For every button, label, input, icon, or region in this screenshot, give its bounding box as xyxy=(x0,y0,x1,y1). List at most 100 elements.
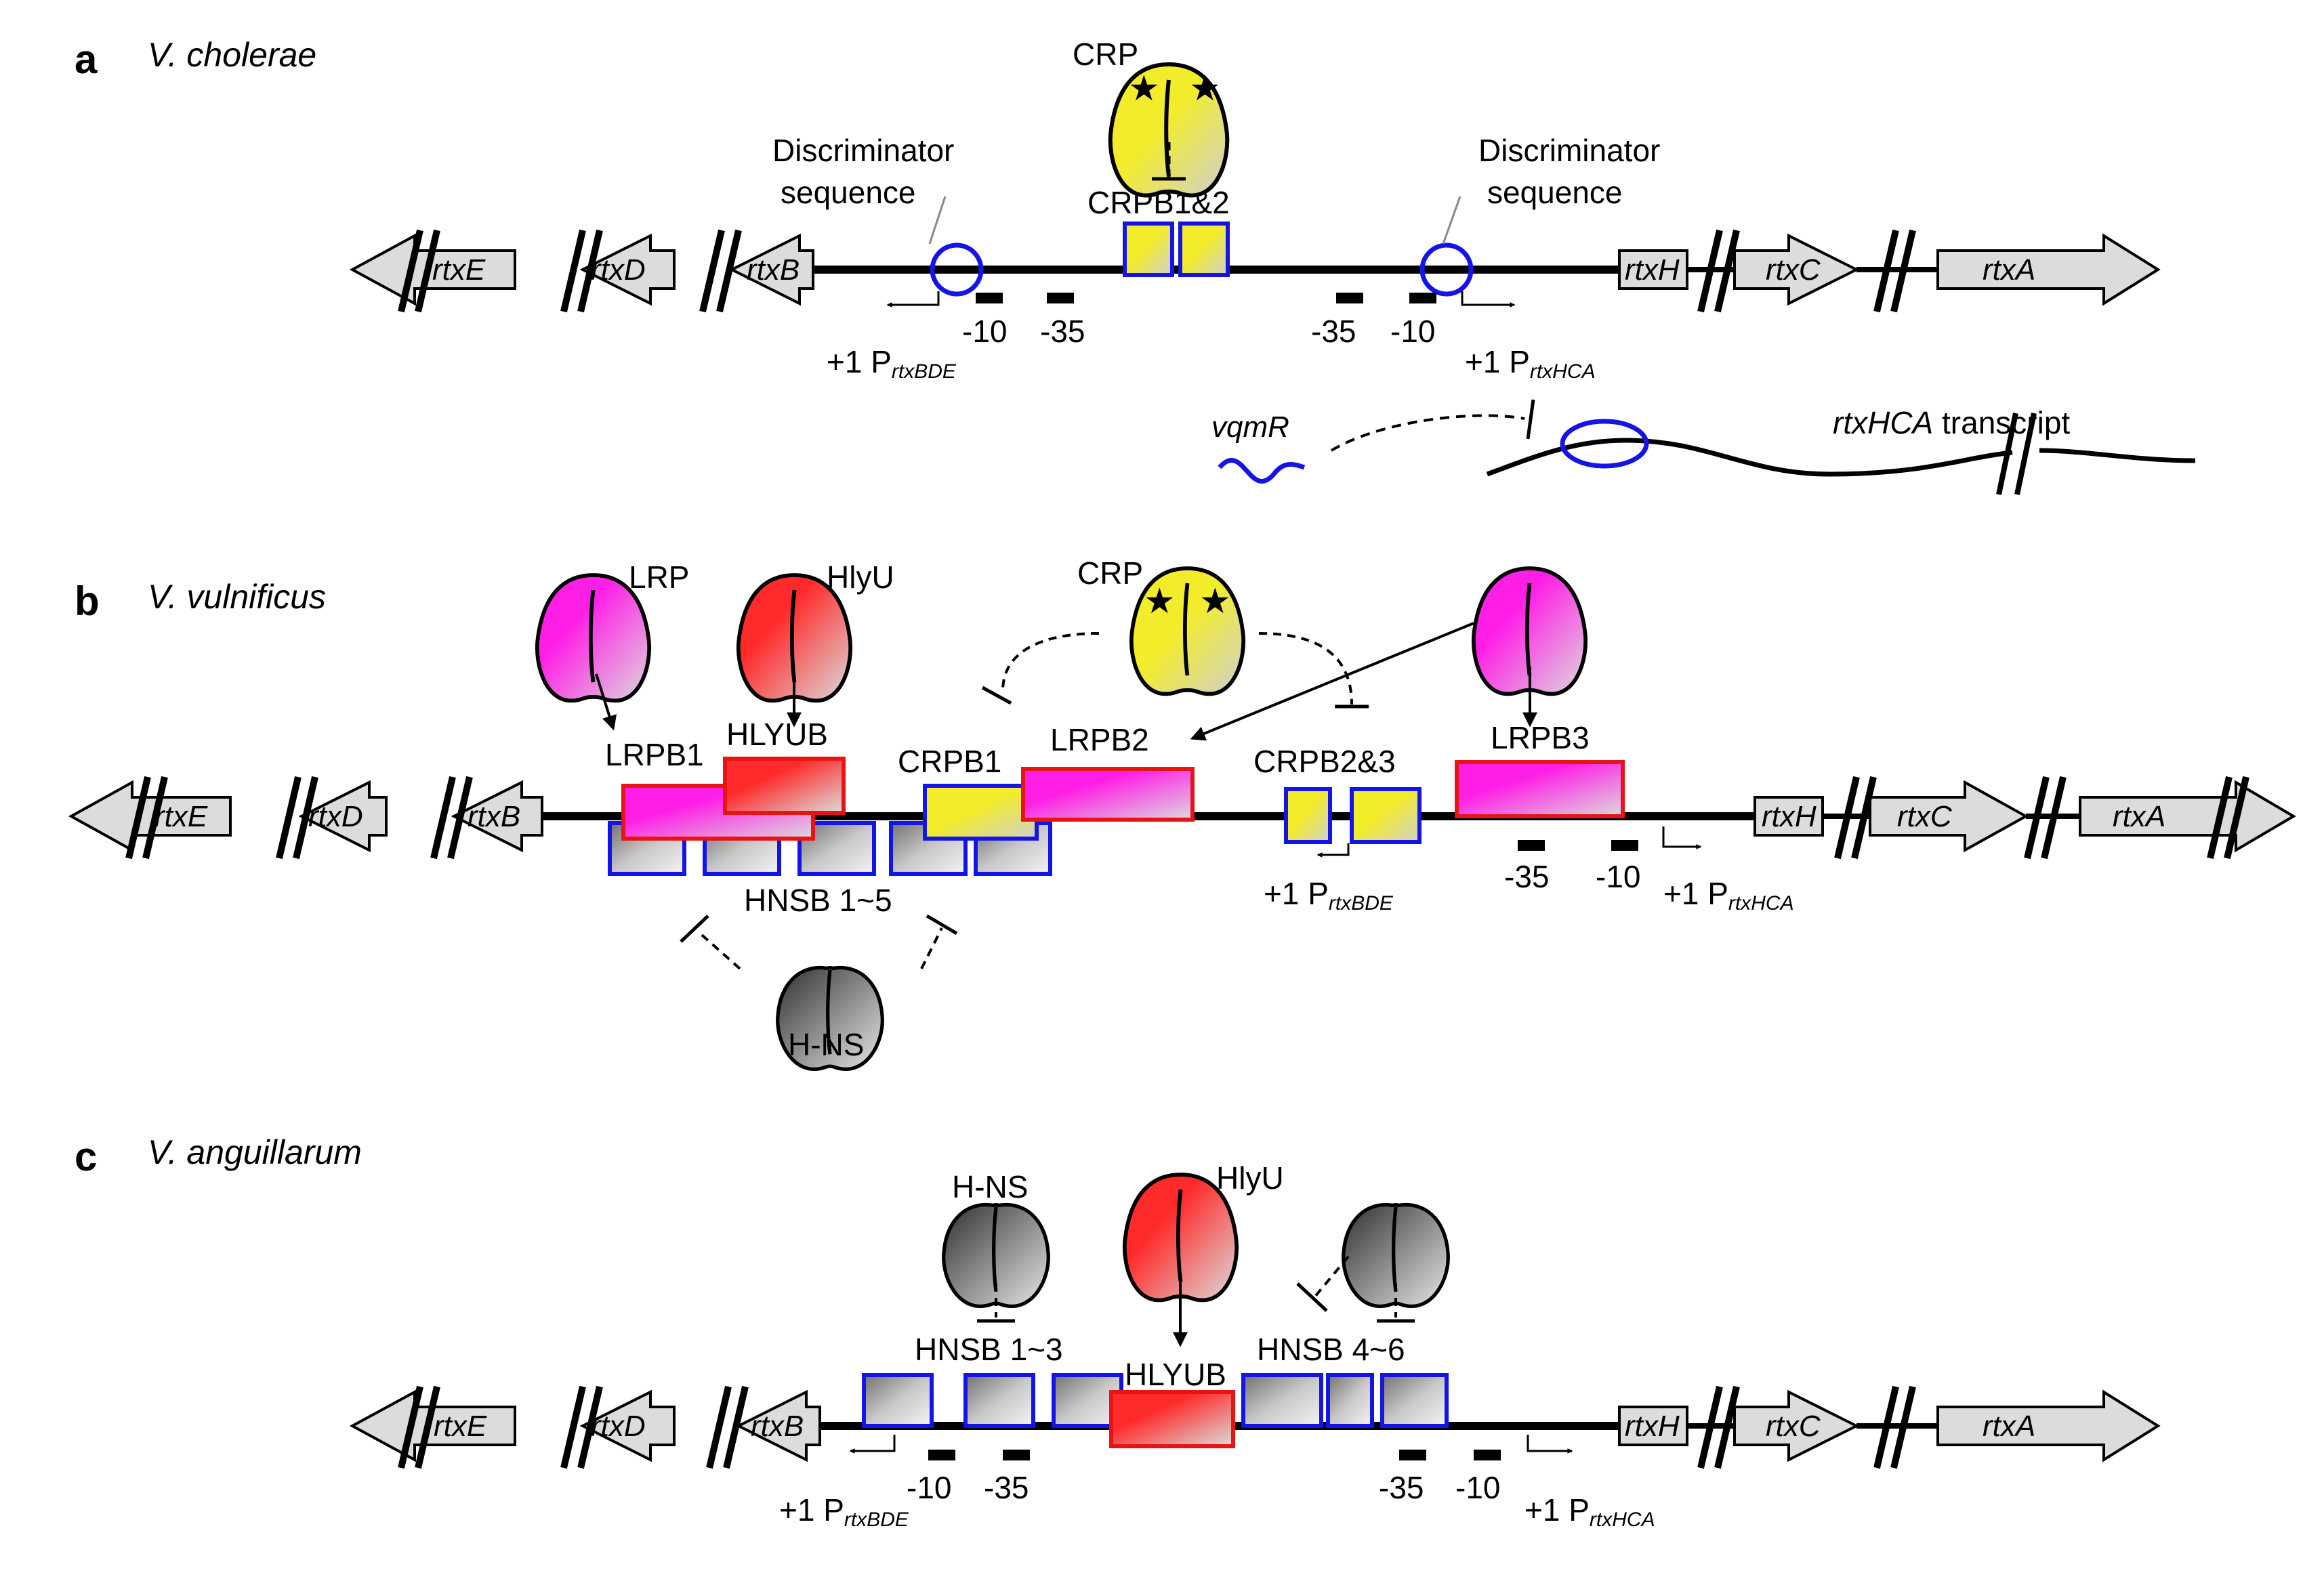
cyclic-amp-star: ★ xyxy=(1128,69,1160,108)
gene-label: rtxB xyxy=(468,800,520,833)
tss-arrow-bde xyxy=(886,291,940,308)
gene-arrow-rtxC xyxy=(1733,233,1860,306)
discriminator-label: sequence xyxy=(781,175,916,210)
sequence-break xyxy=(398,1385,440,1469)
hns-binding-site xyxy=(1326,1373,1374,1428)
hlyu-binding-site xyxy=(723,757,846,815)
hns-binding-site xyxy=(1380,1373,1449,1428)
gene-box-rtxH xyxy=(1618,249,1688,290)
transcript-discriminator-circle xyxy=(1560,419,1649,469)
minus35-label: -35 xyxy=(984,1470,1029,1505)
promoter-label-hca: +1 PrtxHCA xyxy=(1465,344,1596,383)
sequence-break xyxy=(430,776,473,860)
gene-label: rtxB xyxy=(751,1410,804,1443)
minus10-box xyxy=(928,1450,955,1460)
gene-arrow-rtxD xyxy=(298,780,388,853)
panel-c: c V. anguillarum rtxB rtxD rtxE rtxH rtx… xyxy=(75,1133,2161,1531)
panel-letter: a xyxy=(75,37,98,82)
minus10-box xyxy=(1611,840,1638,851)
gene-arrow-rtxC xyxy=(1869,780,2029,853)
lrp-binding-site-3 xyxy=(1455,760,1625,818)
transcript-label: rtxHCA transcript xyxy=(1833,405,2070,440)
minus35-box xyxy=(1336,293,1363,303)
activation-arrow xyxy=(595,673,617,731)
gene-arrow-rtxC xyxy=(1733,1389,1860,1462)
panel-letter: c xyxy=(75,1134,97,1179)
promoter-label-bde: +1 PrtxBDE xyxy=(827,344,957,383)
regulator-label: CRP xyxy=(1073,37,1138,72)
binding-site-label: HNSB 1~5 xyxy=(744,883,892,918)
repression-bar xyxy=(1296,1282,1328,1312)
gene-arrow-rtxD xyxy=(579,233,676,306)
hns-binding-site xyxy=(862,1373,934,1428)
gene-arrow-rtxA xyxy=(1936,233,2161,306)
gene-label: rtxE xyxy=(432,253,486,287)
panel-a: a V. cholerae rtxB rtxD rtxE rtxH rtxC r… xyxy=(75,36,2196,495)
gene-arrow-rtxE xyxy=(68,780,232,853)
panel-letter: b xyxy=(75,578,100,624)
cyclic-amp-star: ★ xyxy=(1199,582,1231,621)
promoter-label-bde: +1 PrtxBDE xyxy=(779,1492,909,1531)
crp-binding-site xyxy=(1123,222,1174,277)
promoter-label-hca: +1 PrtxHCA xyxy=(1663,876,1794,914)
srna-repression-bar xyxy=(1526,399,1535,440)
regulator-label: H-NS xyxy=(952,1169,1028,1204)
minus35-box xyxy=(1003,1450,1030,1460)
binding-site-label: HLYUB xyxy=(726,717,828,752)
regulator-label: H-NS xyxy=(788,1027,864,1062)
binding-site-label: HNSB 4~6 xyxy=(1257,1332,1405,1367)
gene-label: rtxD xyxy=(591,253,646,287)
gene-label: rtxA xyxy=(2113,800,2165,833)
sequence-break xyxy=(1873,229,1916,313)
crp-binding-site-2 xyxy=(1284,787,1332,844)
gene-label: rtxH xyxy=(1762,800,1817,833)
species-title: V. cholerae xyxy=(148,36,316,74)
hns-binding-site xyxy=(1241,1373,1323,1428)
species-title: V. vulnificus xyxy=(148,578,326,616)
gene-label: rtxA xyxy=(1983,1410,2035,1443)
tss-arrow-bde xyxy=(849,1435,896,1454)
repression-line xyxy=(1313,1255,1350,1299)
gene-label: rtxC xyxy=(1766,253,1821,287)
minus10-box xyxy=(1409,293,1436,303)
minus35-label: -35 xyxy=(1504,859,1549,894)
discriminator-label: sequence xyxy=(1487,175,1623,210)
regulator-label: CRP xyxy=(1077,555,1143,591)
discriminator-circle xyxy=(1419,243,1474,297)
minus35-label: -35 xyxy=(1379,1470,1424,1505)
srna-repression-line xyxy=(1330,414,1525,452)
gene-label: rtxD xyxy=(591,1410,646,1443)
sequence-break xyxy=(2207,776,2249,860)
cyclic-amp-star: ★ xyxy=(1189,69,1221,108)
gene-label: rtxH xyxy=(1625,1410,1680,1443)
binding-site-label: CRPB2&3 xyxy=(1253,744,1396,779)
minus10-box xyxy=(1474,1450,1501,1460)
minus10-label: -10 xyxy=(1596,859,1640,894)
binding-site-label: LRPB3 xyxy=(1491,720,1590,755)
cyclic-amp-star: ★ xyxy=(1144,582,1176,621)
gene-label: rtxA xyxy=(1983,253,2035,287)
promoter-label-hca: +1 PrtxHCA xyxy=(1524,1492,1655,1531)
repression-line xyxy=(1001,632,1100,692)
binding-site-label: HNSB 1~3 xyxy=(915,1332,1063,1367)
lrp-binding-site-2 xyxy=(1021,767,1195,822)
hns-binding-site xyxy=(963,1373,1035,1428)
gene-arrow-rtxB xyxy=(451,780,543,853)
sequence-break xyxy=(706,1385,749,1469)
minus10-label: -10 xyxy=(907,1470,951,1505)
sequence-break xyxy=(2024,776,2067,860)
binding-site-label: LRPB1 xyxy=(605,737,704,772)
tss-arrow-bde xyxy=(1316,843,1350,858)
gene-label: rtxC xyxy=(1766,1410,1821,1443)
repression-bar xyxy=(926,914,958,935)
repression-bar xyxy=(981,686,1012,705)
crp-binding-site-1 xyxy=(923,784,1039,841)
sequence-break xyxy=(1697,229,1740,313)
regulator-label: LRP xyxy=(629,560,689,595)
species-title: V. anguillarum xyxy=(148,1133,362,1171)
gene-label: rtxD xyxy=(308,800,363,833)
rtxHCA-transcript xyxy=(1486,438,2013,477)
regulator-label: HlyU xyxy=(1216,1160,1284,1196)
gene-label: rtxC xyxy=(1897,800,1953,833)
